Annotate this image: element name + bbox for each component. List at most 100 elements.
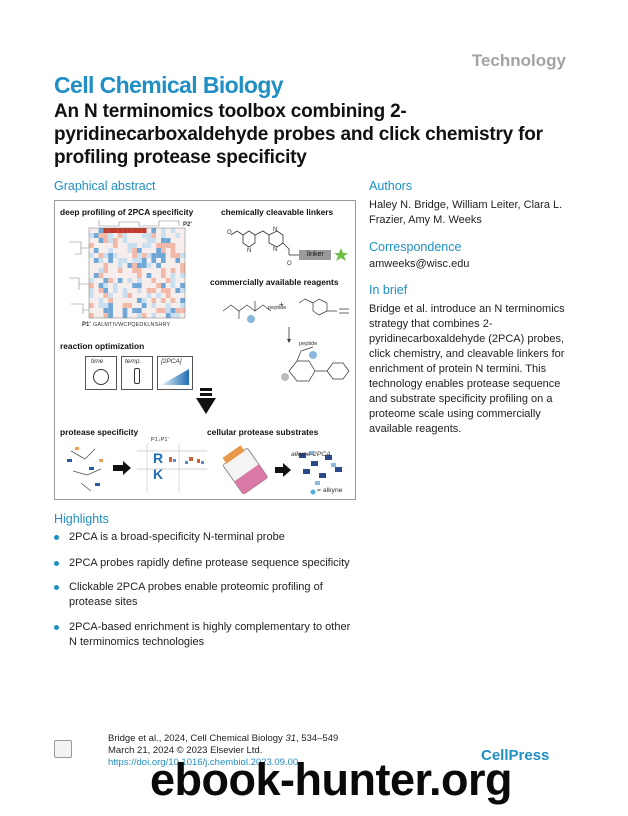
heatmap-cell <box>165 283 171 288</box>
heatmap-cell <box>132 263 137 268</box>
residue-axis-labels: GALMTIVWCPQEDKLNSHRY <box>93 322 171 328</box>
heatmap-cell <box>122 243 128 248</box>
heatmap-cell <box>141 298 147 303</box>
heatmap-cell <box>117 268 123 273</box>
heatmap-cell <box>141 313 147 318</box>
heatmap-cell <box>89 238 94 243</box>
heatmap-cell <box>180 273 185 278</box>
heatmap-cell <box>151 283 157 288</box>
svg-text:K: K <box>153 466 163 482</box>
p1prime-axis-label: P1' <box>82 322 91 328</box>
heatmap-cell <box>98 233 104 238</box>
heatmap-cell <box>98 303 104 308</box>
heatmap-cell <box>156 233 161 238</box>
heatmap-cell <box>93 278 99 283</box>
heatmap-cell <box>146 283 152 288</box>
heatmap-cell <box>127 278 133 283</box>
heatmap-cell <box>175 228 181 233</box>
heatmap-cell <box>132 243 137 248</box>
heatmap-cell <box>180 283 185 288</box>
heatmap-cell <box>141 233 147 238</box>
heatmap-cell <box>113 243 118 248</box>
heatmap-cell <box>175 233 181 238</box>
heatmap-cell <box>108 258 113 263</box>
svg-text:O: O <box>227 230 232 236</box>
heatmap-cell <box>170 298 176 303</box>
heatmap-cell <box>161 248 166 253</box>
heatmap-cell <box>175 238 181 243</box>
heatmap-cell <box>93 303 99 308</box>
heatmap-cell <box>98 283 104 288</box>
heatmap-cell <box>127 288 133 293</box>
heatmap-cell <box>165 258 171 263</box>
heatmap-cell <box>122 248 128 253</box>
heatmap-cell <box>161 238 166 243</box>
svg-text:N: N <box>273 247 277 253</box>
heatmap-cell <box>146 253 152 258</box>
heatmap-cell <box>156 273 161 278</box>
heatmap-cell <box>161 243 166 248</box>
heatmap-cell <box>170 308 176 313</box>
heatmap-cell <box>93 248 99 253</box>
heatmap-cell <box>156 253 161 258</box>
heatmap-cell <box>151 313 157 318</box>
heatmap-cell <box>127 233 133 238</box>
heatmap-cell <box>146 243 152 248</box>
heatmap-cell <box>127 298 133 303</box>
heatmap-cell <box>113 253 118 258</box>
heatmap-cell <box>141 268 147 273</box>
heatmap-cell <box>122 273 128 278</box>
heatmap-cell <box>89 273 94 278</box>
heatmap-cell <box>108 283 113 288</box>
heatmap-cell <box>93 238 99 243</box>
heatmap-cell <box>117 288 123 293</box>
heatmap-cell <box>156 288 161 293</box>
heatmap-cell <box>151 233 157 238</box>
reaction-optimization-label: reaction optimization <box>60 341 145 351</box>
heatmap-cell <box>103 273 109 278</box>
cellular-substrates-label: cellular protease substrates <box>207 427 319 437</box>
heatmap-cell <box>108 273 113 278</box>
heatmap-cell <box>137 243 142 248</box>
heatmap-cell <box>103 263 109 268</box>
heatmap-cell <box>113 288 118 293</box>
check-for-updates-icon[interactable] <box>54 740 72 758</box>
heatmap-cell <box>137 263 142 268</box>
heatmap-cell <box>161 303 166 308</box>
heatmap-cell <box>93 298 99 303</box>
temp-label: temp. <box>125 358 142 365</box>
svg-text:+: + <box>279 300 284 309</box>
heatmap-cell <box>146 268 152 273</box>
heatmap-cell <box>132 273 137 278</box>
heatmap-cell <box>132 253 137 258</box>
heatmap-cell <box>137 313 142 318</box>
heatmap-cell <box>108 293 113 298</box>
heatmap-cell <box>98 293 104 298</box>
heatmap-cell <box>156 243 161 248</box>
heatmap-cell <box>137 273 142 278</box>
heatmap-cell <box>93 283 99 288</box>
heatmap-cell <box>89 293 94 298</box>
article-title: An N terminomics toolbox combining 2-pyr… <box>54 101 543 168</box>
correspondence-email[interactable]: amweeks@wisc.edu <box>369 258 470 270</box>
heatmap-cell <box>93 233 99 238</box>
heatmap-cell <box>113 238 118 243</box>
heatmap-cell <box>98 238 104 243</box>
heatmap-cell <box>165 308 171 313</box>
heatmap-cell <box>175 298 181 303</box>
heatmap-cell <box>122 283 128 288</box>
heatmap-cell <box>161 253 166 258</box>
heatmap-cell <box>170 273 176 278</box>
heatmap-cell <box>180 313 185 318</box>
heatmap-cell <box>161 278 166 283</box>
heatmap-cell <box>170 258 176 263</box>
heatmap-cell <box>113 308 118 313</box>
heatmap-cell <box>113 268 118 273</box>
doi-link[interactable]: https://doi.org/10.1016/j.chembiol.2023.… <box>108 757 299 768</box>
heatmap-cell <box>89 263 94 268</box>
heatmap-cell <box>122 253 128 258</box>
heatmap-cell <box>108 238 113 243</box>
heatmap-cell <box>98 313 104 318</box>
heatmap-cell <box>156 313 161 318</box>
heatmap-cell <box>122 238 128 243</box>
